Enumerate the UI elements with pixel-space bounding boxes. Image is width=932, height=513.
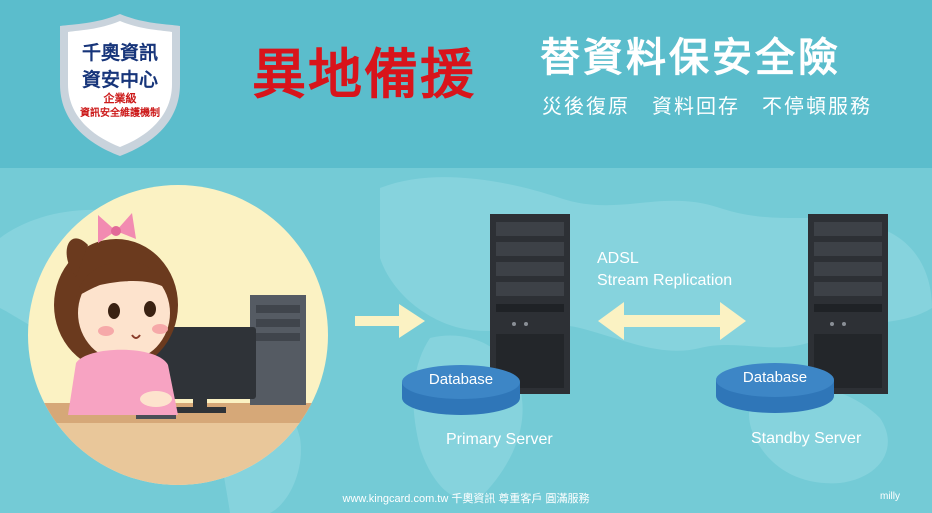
tagline: 災後復原 資料回存 不停頓服務 — [542, 94, 872, 118]
standby-database: Database — [716, 363, 834, 413]
database-icon — [716, 363, 834, 413]
artist-signature: milly — [880, 491, 900, 502]
link-label-adsl: ADSL — [597, 250, 639, 267]
page-title: 異地備援 — [252, 43, 476, 106]
girl-computer-illustration — [28, 185, 328, 485]
bidirectional-arrow-icon — [598, 302, 746, 340]
badge-line-4: 資訊安全維護機制 — [80, 108, 160, 119]
badge-line-1: 千奧資訊 — [81, 42, 158, 64]
security-center-badge: 千奧資訊 資安中心 企業級 資訊安全維護機制 — [54, 10, 186, 160]
badge-line-3: 企業級 — [103, 92, 137, 105]
badge-line-2: 資安中心 — [81, 69, 158, 91]
database-icon — [402, 365, 520, 415]
primary-database: Database — [402, 365, 520, 415]
link-label-replication: Stream Replication — [597, 272, 733, 289]
girl-at-desk-icon — [28, 213, 328, 485]
primary-database-label: Database — [428, 371, 494, 388]
standby-server-label: Standby Server — [751, 430, 862, 447]
standby-database-label: Database — [742, 369, 808, 386]
shield-icon — [60, 14, 180, 156]
primary-server-label: Primary Server — [446, 431, 553, 448]
footer-text: www.kingcard.com.tw 千奧資訊 尊重客戶 圓滿服務 — [342, 493, 590, 505]
arrow-right-icon — [355, 304, 425, 338]
headline: 替資料保安全險 — [540, 35, 841, 81]
primary-server-tower-icon — [490, 214, 570, 394]
